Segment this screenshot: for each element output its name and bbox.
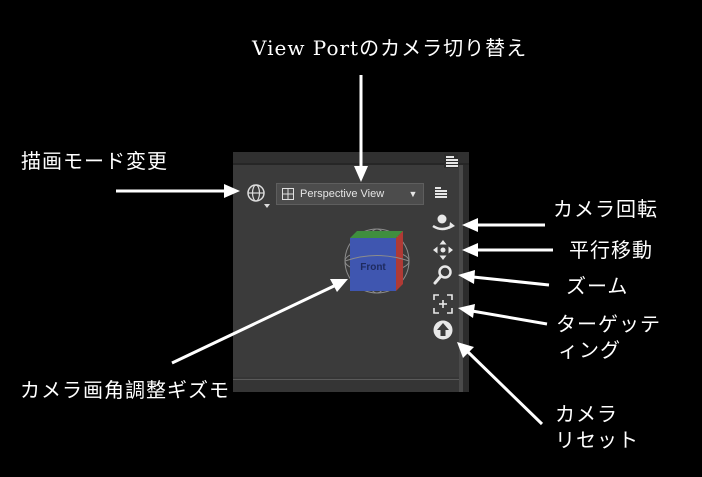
label-camera-switch: View Portのカメラ切り替え xyxy=(252,36,528,60)
panel-menu-icon[interactable] xyxy=(444,154,458,168)
targeting-button[interactable] xyxy=(432,293,454,315)
globe-icon xyxy=(247,184,270,208)
zoom-button[interactable] xyxy=(432,264,454,286)
label-pan: 平行移動 xyxy=(569,238,653,262)
label-camera-reset-line2: リセット xyxy=(555,428,639,452)
draw-mode-button[interactable] xyxy=(245,182,273,210)
viewport-separator xyxy=(233,163,469,165)
target-frame-icon xyxy=(433,294,453,314)
pan-button[interactable] xyxy=(432,239,454,261)
magnifier-icon xyxy=(433,265,452,285)
label-camera-reset: カメラ リセット xyxy=(555,401,639,453)
arrow-gizmo xyxy=(171,284,335,365)
camera-view-dropdown[interactable]: Perspective View ▼ xyxy=(276,183,424,205)
label-draw-mode: 描画モード変更 xyxy=(21,149,168,173)
label-camera-reset-line1: カメラ xyxy=(555,402,618,426)
camera-reset-button[interactable] xyxy=(432,319,454,341)
viewport-title-bar xyxy=(233,152,469,163)
reset-up-arrow-icon xyxy=(433,320,453,340)
label-targeting: ターゲッテ ィング xyxy=(556,311,661,363)
viewport-floor-line xyxy=(233,379,459,380)
label-targeting-line2: ィング xyxy=(558,338,621,362)
rotate-camera-icon xyxy=(432,214,455,231)
label-targeting-line1: ターゲッテ xyxy=(556,312,661,336)
label-zoom: ズーム xyxy=(566,274,629,298)
view-menu-icon[interactable] xyxy=(433,186,449,200)
label-camera-rotate: カメラ回転 xyxy=(553,197,658,221)
chevron-down-icon: ▼ xyxy=(408,189,418,199)
arrow-zoom xyxy=(472,275,550,287)
label-gizmo: カメラ画角調整ギズモ xyxy=(20,378,230,402)
viewport-scrollbar[interactable] xyxy=(459,165,463,392)
camera-view-label: Perspective View xyxy=(300,188,385,200)
grid-view-icon xyxy=(282,188,294,200)
viewport-floor xyxy=(233,377,459,392)
arrow-targeting xyxy=(471,309,548,326)
move-arrows-icon xyxy=(433,240,453,260)
arrow-reset xyxy=(466,350,544,426)
camera-rotate-button[interactable] xyxy=(430,212,456,234)
